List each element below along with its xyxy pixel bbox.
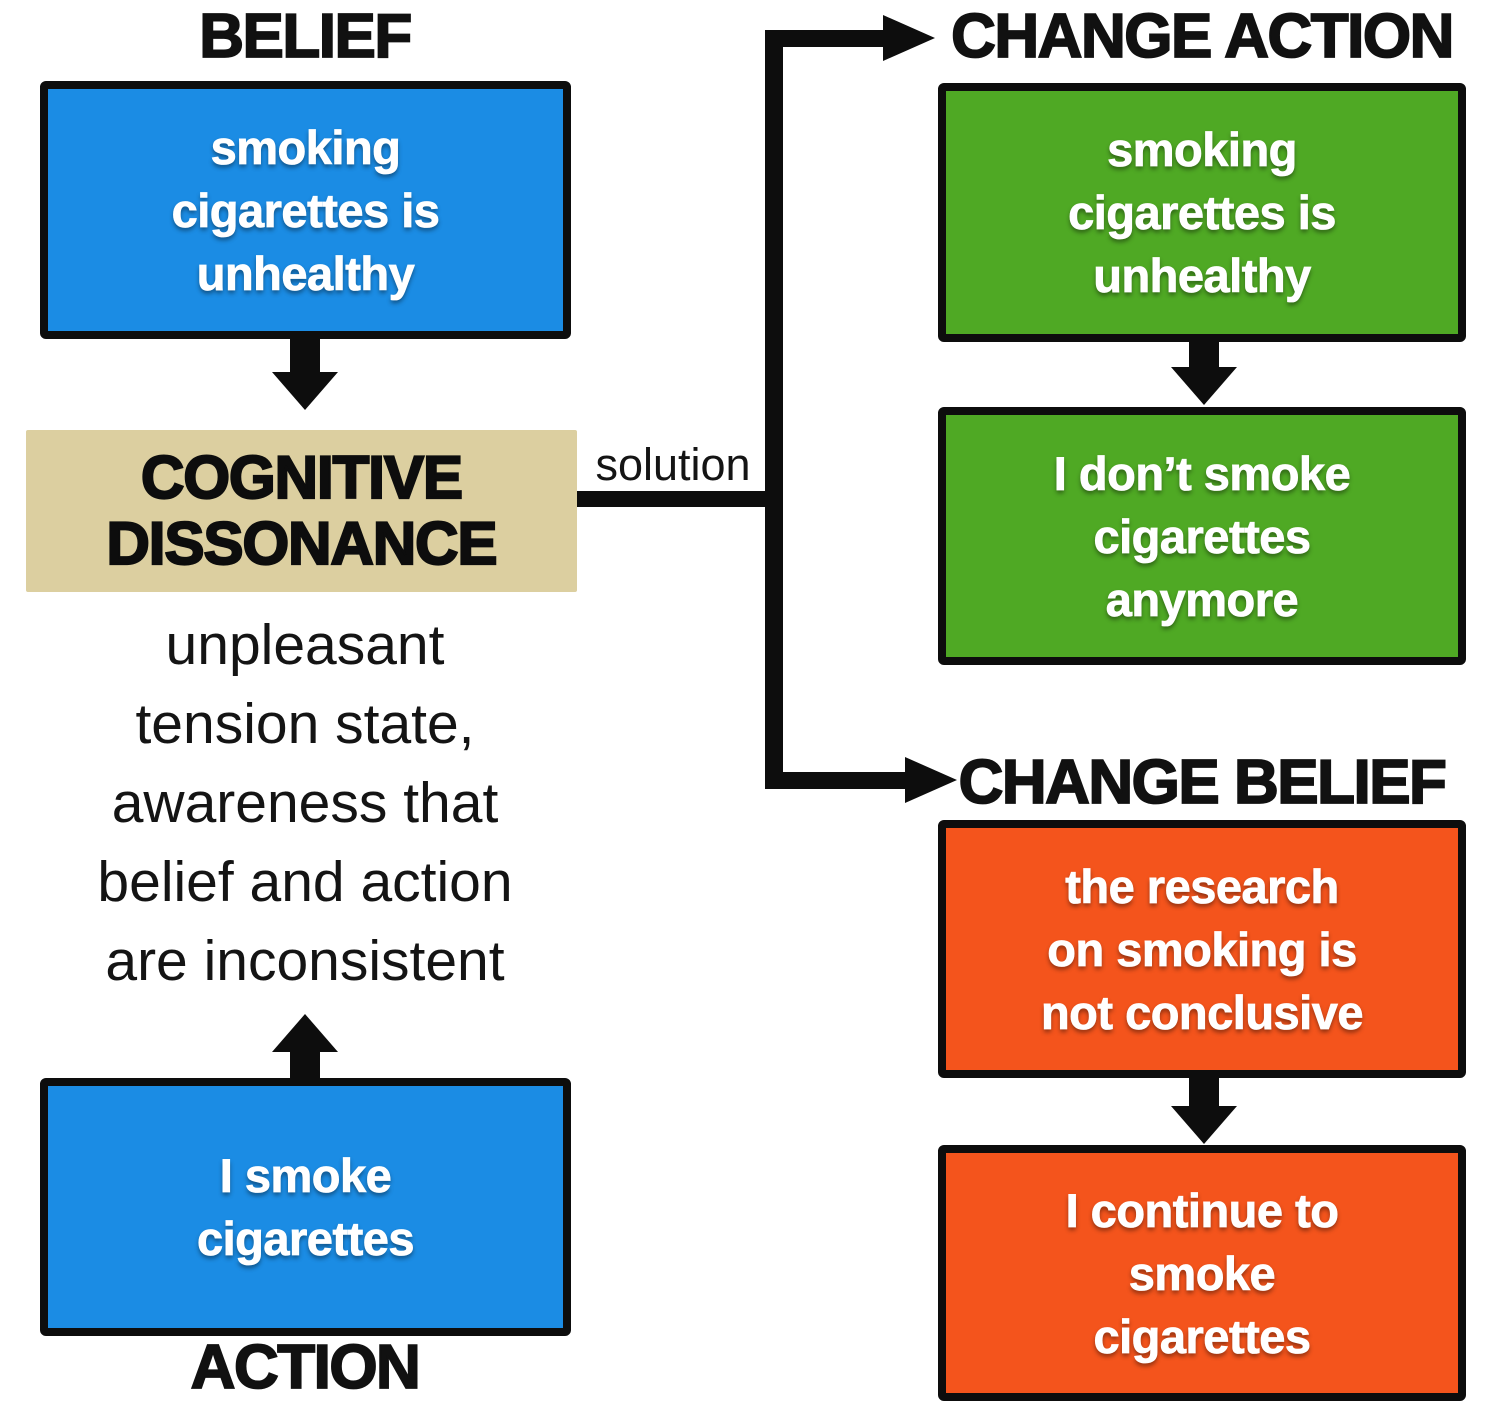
arrow-down-icon: [1171, 1106, 1237, 1144]
arrow-down-icon: [290, 339, 320, 372]
arrow-up-icon: [272, 1014, 338, 1052]
arrow-down-icon: [1189, 342, 1219, 367]
change-belief-box-2: I continue to smoke cigarettes: [938, 1145, 1466, 1401]
dissonance-description: unpleasant tension state, awareness that…: [97, 613, 513, 993]
solution-label: solution: [595, 439, 751, 490]
cognitive-dissonance-box: COGNITIVE DISSONANCE: [26, 430, 577, 592]
change-action-box-2: I don’t smoke cigarettes anymore: [938, 407, 1466, 665]
arrow-down-icon: [1171, 367, 1237, 405]
arrow-right-icon: [905, 757, 957, 803]
branch-to-change-belief-line: [765, 772, 905, 789]
branch-trunk-line: [765, 30, 783, 789]
change-belief-box-1: the research on smoking is not conclusiv…: [938, 820, 1466, 1078]
change-belief-label: CHANGE BELIEF: [958, 748, 1448, 817]
arrow-right-icon: [883, 15, 935, 61]
change-action-label: CHANGE ACTION: [950, 2, 1455, 71]
action-box: I smoke cigarettes: [40, 1078, 571, 1336]
arrow-down-icon: [1189, 1078, 1219, 1106]
action-label: ACTION: [190, 1333, 422, 1402]
arrow-up-icon: [290, 1052, 320, 1078]
branch-to-change-action-line: [765, 30, 883, 47]
belief-box: smoking cigarettes is unhealthy: [40, 81, 571, 339]
belief-label: BELIEF: [198, 2, 413, 71]
solution-connector-line: [577, 491, 783, 507]
arrow-down-icon: [272, 372, 338, 410]
change-action-box-1: smoking cigarettes is unhealthy: [938, 83, 1466, 342]
